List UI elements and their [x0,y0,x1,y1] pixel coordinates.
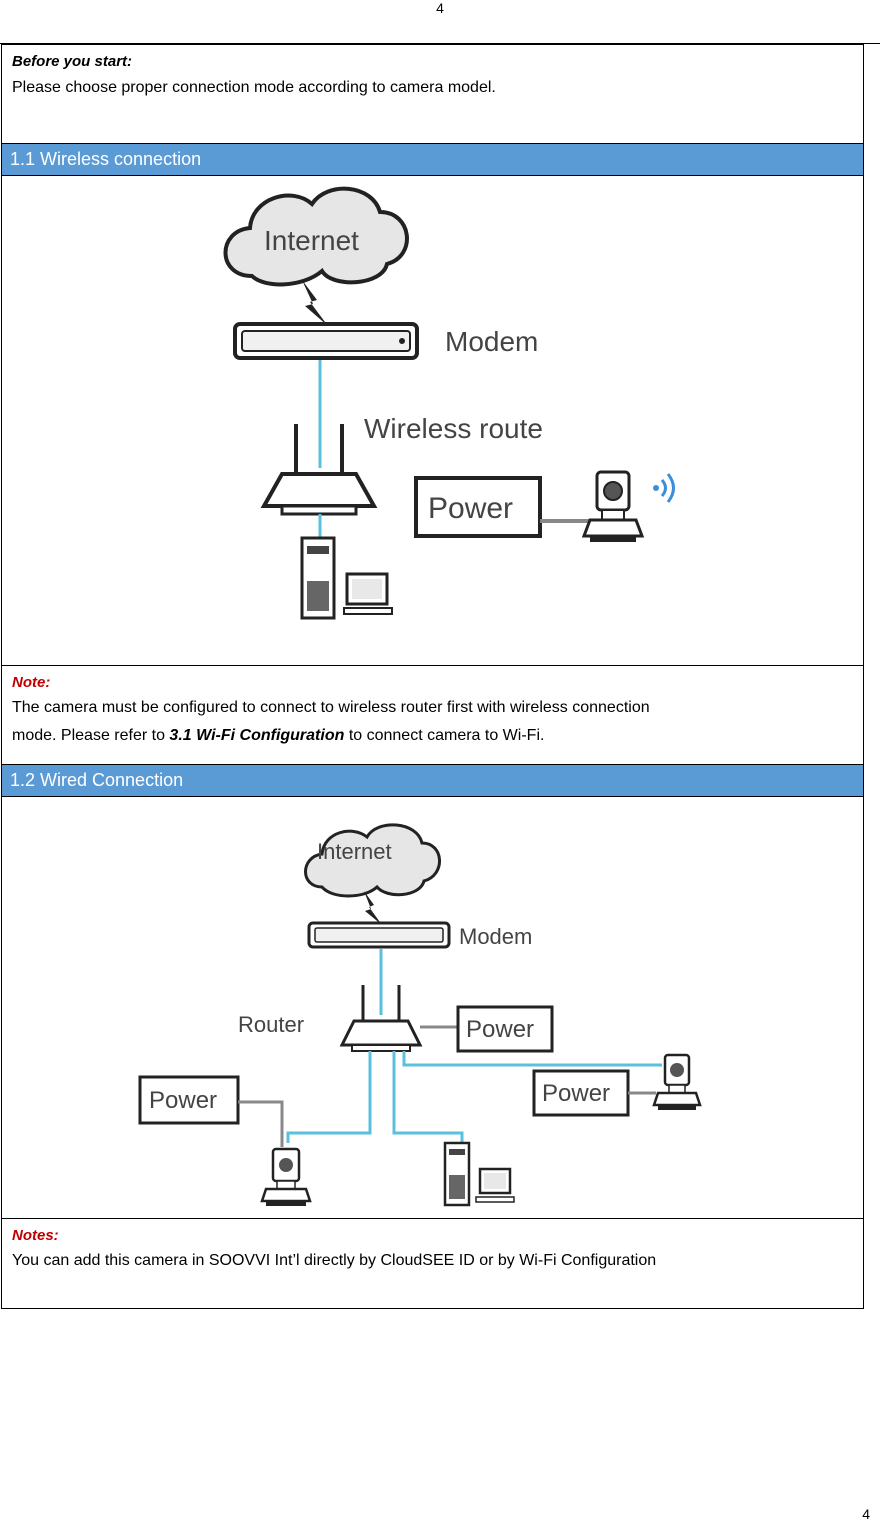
computer-icon [443,1141,515,1207]
note-line-2-start: mode. Please refer to [12,727,170,744]
camera-icon [260,1147,312,1206]
wifi-config-reference: 3.1 Wi-Fi Configuration [169,727,345,744]
wireless-diagram-svg: Internet Modem Wireless route [223,186,675,620]
power-adapter: Power [138,1075,240,1125]
modem-icon [233,322,419,360]
internet-label: Internet [317,839,392,864]
power-label-router: Power [466,1016,534,1043]
lightning-icon [364,891,382,925]
modem-label: Modem [445,326,538,357]
power-label-camera-right: Power [542,1080,610,1107]
wifi-signal-icon [653,473,675,503]
note-line-2: mode. Please refer to 3.1 Wi-Fi Configur… [12,722,853,750]
link-line [286,1051,372,1143]
link-line [402,1051,662,1067]
cloud-icon: Internet [304,823,441,898]
internet-label: Internet [264,225,359,256]
router-icon [339,985,423,1052]
link-line [392,1051,464,1143]
intro-text: Please choose proper connection mode acc… [12,79,496,96]
router-icon [260,424,378,516]
router-label: Wireless route [364,413,543,444]
power-adapter: Power [456,1005,554,1053]
notes-text: You can add this camera in SOOVVI Int’l … [12,1252,657,1269]
power-adapter: Power [532,1069,630,1117]
page-number-top: 4 [436,0,444,16]
wired-notes-cell: Notes: You can add this camera in SOOVVI… [2,1219,863,1308]
content-table: Before you start: Please choose proper c… [1,44,864,1309]
router-label: Router [238,1012,304,1037]
note-line-2-end: to connect camera to Wi-Fi. [344,727,545,744]
wired-diagram-svg: Internet Modem Router Power [138,823,702,1207]
computer-icon [300,536,393,620]
power-label: Power [428,492,513,525]
section-title-wired: 1.2 Wired Connection [2,765,863,797]
camera-icon [581,470,645,542]
cloud-icon: Internet [223,186,409,287]
camera-icon [652,1053,702,1110]
modem-label: Modem [459,924,532,949]
modem-icon [307,921,451,949]
wireless-note-cell: Note: The camera must be configured to c… [2,666,863,765]
notes-title: Notes: [12,1227,59,1244]
power-adapter: Power [414,476,542,538]
power-cable [238,1100,284,1147]
intro-cell: Before you start: Please choose proper c… [2,45,863,144]
note-line-1: The camera must be configured to connect… [12,699,650,716]
page-number-bottom: 4 [862,1506,870,1522]
wireless-diagram: Internet Modem Wireless route [2,176,863,666]
intro-heading: Before you start: [12,53,133,70]
power-label-camera-left: Power [149,1087,217,1114]
note-title: Note: [12,674,51,691]
lightning-icon [302,280,328,326]
wired-diagram: Internet Modem Router Power [2,797,863,1219]
section-title-wireless: 1.1 Wireless connection [2,144,863,176]
header-rule [0,43,880,44]
